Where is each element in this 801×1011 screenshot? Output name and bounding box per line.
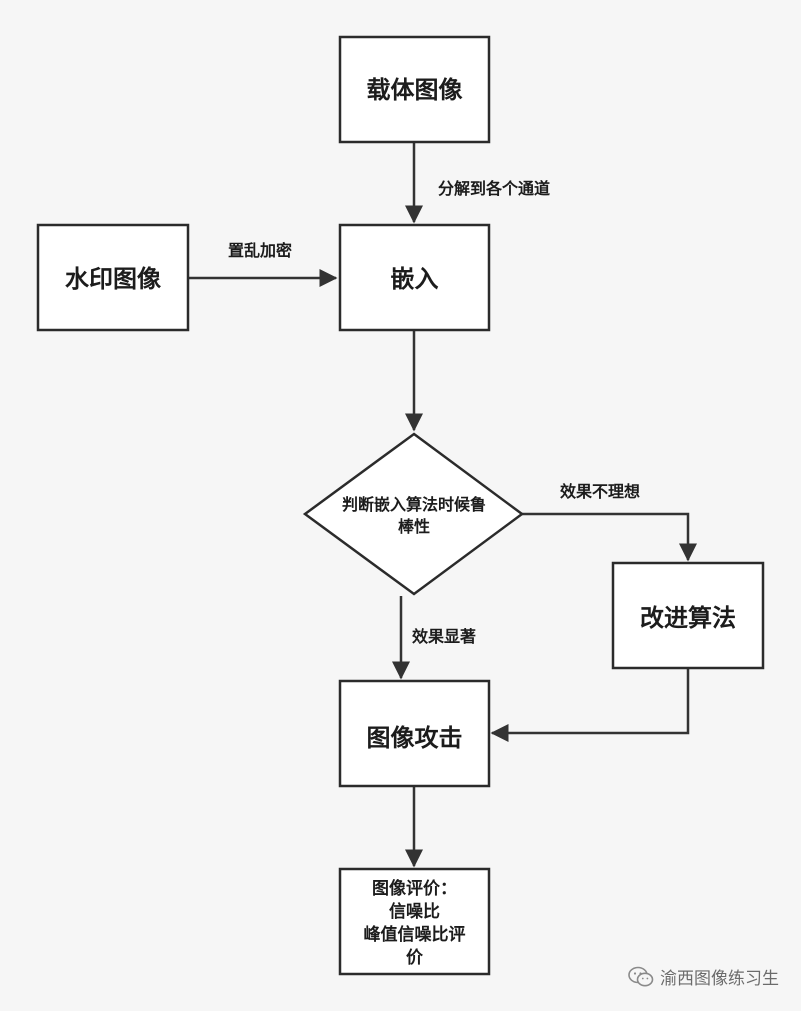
node-evaluation: 图像评价： 信噪比 峰值信噪比评 价 (338, 867, 491, 976)
watermark: 渝西图像练习生 (628, 964, 779, 989)
edge-label-scramble: 置乱加密 (228, 241, 292, 260)
edge-improve-to-attack (490, 668, 690, 742)
node-evaluation-line-1: 图像评价： (372, 879, 457, 899)
node-improve-algorithm: 改进算法 (611, 561, 765, 670)
wechat-icon (628, 966, 654, 988)
node-decision: 判断嵌入算法时候鲁 棒性 (302, 432, 525, 596)
watermark-text: 渝西图像练习生 (660, 969, 779, 989)
edge-label-significant: 效果显著 (412, 627, 476, 646)
node-carrier-image-label: 载体图像 (367, 76, 464, 104)
node-watermark-image-label: 水印图像 (65, 265, 162, 293)
node-image-attack-label: 图像攻击 (367, 724, 463, 752)
node-evaluation-line-3: 峰值信噪比评 (364, 924, 466, 945)
edge-decision-to-improve (522, 512, 697, 562)
node-improve-algorithm-label: 改进算法 (640, 604, 736, 632)
node-evaluation-line-4: 价 (406, 948, 424, 968)
node-embed: 嵌入 (338, 223, 491, 332)
node-embed-label: 嵌入 (391, 265, 439, 293)
node-carrier-image: 载体图像 (338, 35, 491, 144)
node-watermark-image: 水印图像 (36, 223, 190, 332)
node-image-attack: 图像攻击 (338, 679, 491, 788)
edge-label-not-ideal: 效果不理想 (560, 482, 640, 501)
node-decision-line-1: 判断嵌入算法时候鲁 (342, 495, 486, 514)
node-evaluation-line-2: 信噪比 (389, 901, 440, 922)
edge-label-decompose: 分解到各个通道 (438, 179, 550, 198)
node-decision-line-2: 棒性 (398, 517, 430, 536)
